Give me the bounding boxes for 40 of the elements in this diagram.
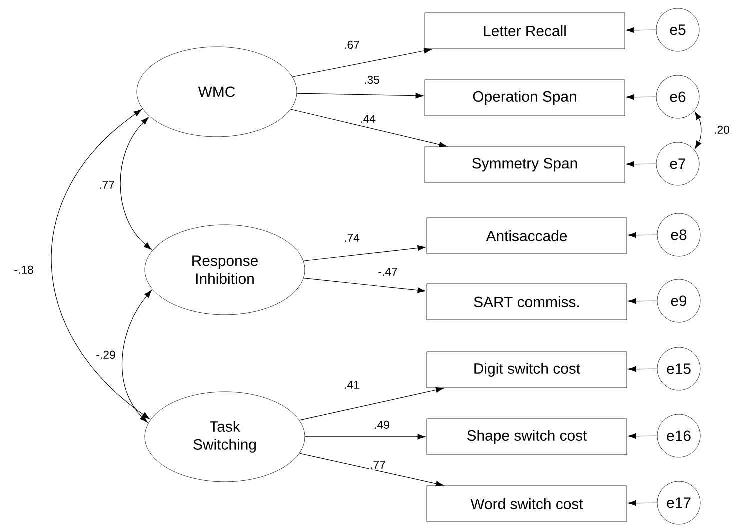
edge-label: .44 [359, 114, 377, 124]
edge-label: .41 [343, 380, 361, 390]
arrow [290, 109, 448, 148]
edge-label: .20 [713, 124, 731, 136]
arrow [626, 94, 657, 100]
arrow [626, 27, 657, 34]
indicator-box: Digit switch cost [426, 352, 628, 388]
arrow [626, 161, 657, 168]
indicator-box: Letter Recall [424, 12, 626, 50]
edge-label: .74 [343, 233, 361, 243]
arrow [122, 290, 152, 423]
arrow [628, 232, 658, 238]
indicator-box: Word switch cost [426, 486, 628, 522]
arrow [695, 112, 702, 150]
edge-label: -.47 [377, 267, 399, 277]
indicator-box: Antisaccade [426, 218, 628, 254]
edge-label: .49 [373, 420, 391, 430]
arrow [628, 500, 658, 506]
edge-label: .35 [363, 74, 381, 86]
arrow [628, 366, 658, 372]
edge-label: .67 [343, 40, 361, 50]
arrow [628, 298, 658, 304]
arrow [304, 278, 426, 294]
indicator-box: Shape switch cost [426, 418, 628, 456]
indicator-box: Operation Span [424, 80, 626, 116]
arrow [120, 117, 152, 250]
edge-label: .77 [369, 460, 387, 470]
arrow [303, 245, 426, 262]
edge-label: -.18 [13, 264, 35, 276]
arrow [296, 93, 424, 99]
arrow [51, 110, 150, 420]
arrow [628, 433, 658, 440]
arrow [299, 453, 444, 487]
indicator-box: SART commiss. [426, 284, 628, 320]
arrow [299, 387, 444, 421]
edge-label: -.29 [95, 350, 117, 360]
edge-label: .77 [98, 180, 116, 190]
arrow [304, 434, 426, 440]
arrow [292, 48, 432, 78]
indicator-box: Symmetry Span [424, 146, 626, 184]
